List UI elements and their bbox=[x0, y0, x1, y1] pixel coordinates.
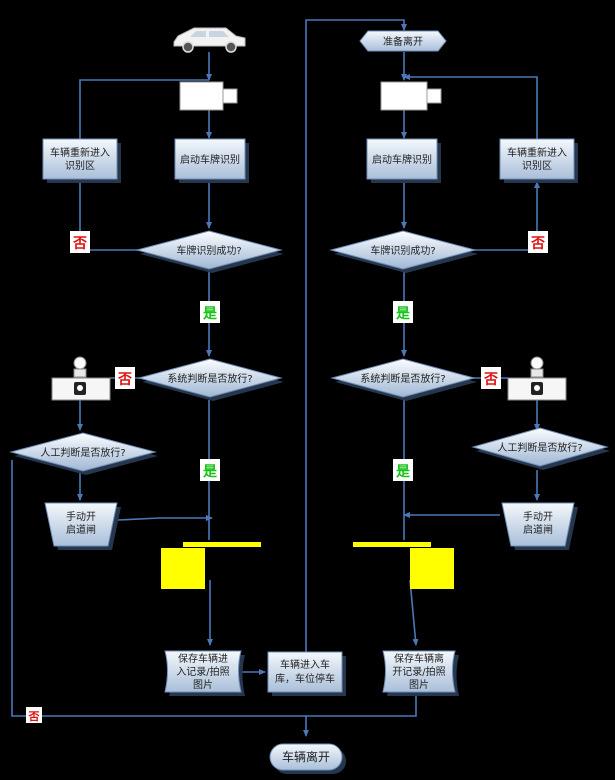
left-manual-open-node: 手动开 启道闸 bbox=[44, 502, 121, 550]
enter-garage-text-2: 库，车位停车 bbox=[275, 672, 335, 685]
prepare-leave-text: 准备离开 bbox=[383, 35, 423, 48]
right-recognition-success-text: 车牌识别成功? bbox=[370, 244, 435, 257]
right-save-record-node: 保存车辆离 开记录/拍照 图片 bbox=[382, 650, 459, 696]
yes-label: 是 bbox=[200, 459, 220, 481]
left-start-recognition-box: 启动车牌识别 bbox=[174, 138, 249, 183]
right-manual-judge-text: 人工判断是否放行? bbox=[497, 441, 582, 454]
left-start-recognition-text: 启动车牌识别 bbox=[180, 153, 240, 166]
yes-label: 是 bbox=[393, 301, 413, 323]
right-manual-open-text-2: 启道闸 bbox=[523, 523, 553, 536]
yes-label: 是 bbox=[200, 301, 220, 323]
left-recognition-success-text: 车牌识别成功? bbox=[176, 244, 241, 257]
no-label: 否 bbox=[70, 231, 90, 253]
camera-icon bbox=[380, 81, 442, 111]
vehicle-leave-terminal: 车辆离开 bbox=[269, 743, 346, 774]
right-system-judge-decision: 系统判断是否放行? bbox=[330, 358, 477, 401]
camera-icon bbox=[179, 81, 238, 111]
vehicle-leave-text: 车辆离开 bbox=[282, 749, 330, 764]
left-reenter-box: 车辆重新进入 识别区 bbox=[42, 138, 121, 183]
no-label: 否 bbox=[481, 367, 501, 389]
car-icon bbox=[173, 27, 246, 53]
svg-text:否: 否 bbox=[72, 236, 87, 252]
enter-garage-node: 车辆进入车 库，车位停车 bbox=[267, 651, 346, 696]
left-system-judge-decision: 系统判断是否放行? bbox=[137, 358, 284, 401]
svg-text:是: 是 bbox=[396, 306, 411, 322]
right-start-recognition-text: 启动车牌识别 bbox=[372, 153, 432, 166]
right-save-record-text-3: 图片 bbox=[409, 678, 429, 691]
left-reenter-text-1: 车辆重新进入 bbox=[50, 146, 110, 159]
svg-text:是: 是 bbox=[396, 464, 411, 480]
svg-text:是: 是 bbox=[203, 306, 218, 322]
right-reenter-box: 车辆重新进入 识别区 bbox=[499, 138, 578, 183]
no-label: 否 bbox=[115, 367, 135, 389]
right-system-judge-text: 系统判断是否放行? bbox=[360, 372, 445, 385]
right-reenter-text-1: 车辆重新进入 bbox=[507, 146, 567, 159]
svg-text:否: 否 bbox=[483, 372, 498, 388]
left-save-record-text-2: 入记录/拍照 bbox=[176, 665, 229, 678]
operator-icon bbox=[507, 356, 567, 401]
left-manual-open-text-2: 启道闸 bbox=[66, 523, 96, 536]
no-label: 否 bbox=[26, 707, 42, 723]
right-save-record-text-2: 开记录/拍照 bbox=[392, 665, 445, 678]
left-save-record-text-3: 图片 bbox=[193, 678, 213, 691]
left-manual-judge-decision: 人工判断是否放行? bbox=[9, 432, 158, 475]
right-recognition-success-decision: 车牌识别成功? bbox=[329, 230, 478, 273]
barrier-gate bbox=[161, 542, 261, 589]
left-save-record-text-1: 保存车辆进 bbox=[178, 652, 228, 665]
no-label: 否 bbox=[528, 231, 548, 253]
left-save-record-node: 保存车辆进 入记录/拍照 图片 bbox=[164, 650, 245, 696]
right-manual-open-node: 手动开 启道闸 bbox=[501, 502, 578, 550]
left-reenter-text-2: 识别区 bbox=[65, 160, 95, 172]
left-system-judge-text: 系统判断是否放行? bbox=[167, 372, 252, 385]
right-start-recognition-box: 启动车牌识别 bbox=[366, 138, 441, 183]
svg-text:否: 否 bbox=[530, 236, 545, 252]
svg-text:否: 否 bbox=[117, 372, 132, 388]
right-save-record-text-1: 保存车辆离 bbox=[394, 652, 444, 665]
yes-label: 是 bbox=[393, 459, 413, 481]
left-recognition-success-decision: 车牌识别成功? bbox=[135, 230, 284, 273]
right-manual-judge-decision: 人工判断是否放行? bbox=[471, 427, 610, 470]
enter-garage-text-1: 车辆进入车 bbox=[280, 658, 330, 671]
svg-text:是: 是 bbox=[203, 464, 218, 480]
svg-text:否: 否 bbox=[28, 710, 40, 723]
right-reenter-text-2: 识别区 bbox=[522, 160, 552, 172]
left-manual-open-text-1: 手动开 bbox=[66, 510, 96, 523]
right-manual-open-text-1: 手动开 bbox=[523, 510, 553, 523]
operator-icon bbox=[51, 356, 111, 401]
barrier-gate bbox=[353, 542, 454, 589]
prepare-leave-node: 准备离开 bbox=[359, 30, 447, 52]
left-manual-judge-text: 人工判断是否放行? bbox=[40, 446, 125, 459]
